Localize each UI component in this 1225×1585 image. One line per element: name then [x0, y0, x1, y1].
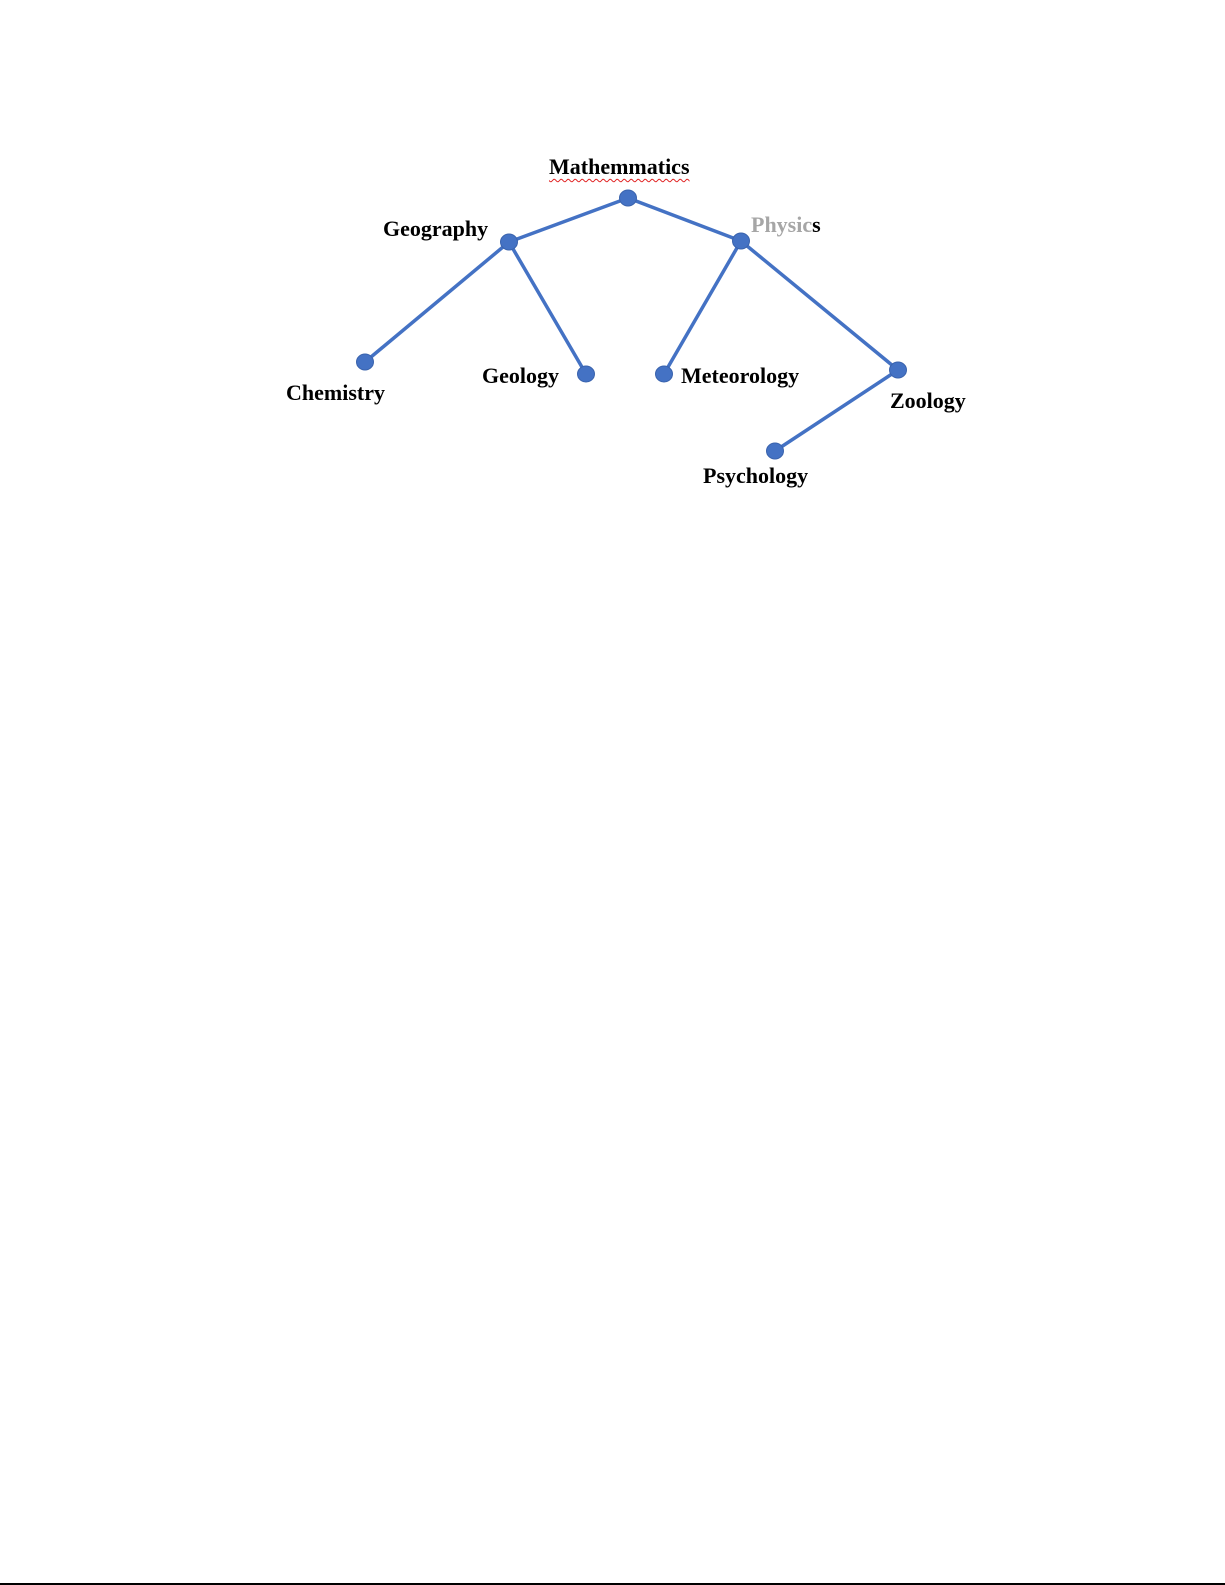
- node-geology: [578, 366, 595, 382]
- node-meteorology: [656, 366, 673, 382]
- node-psychology: [767, 443, 784, 459]
- node-physics: [733, 233, 750, 249]
- node-mathematics: [620, 190, 637, 206]
- label-zoology: Zoology: [890, 390, 966, 412]
- label-geology: Geology: [482, 365, 559, 387]
- label-physics: Physics: [751, 214, 821, 236]
- node-chemistry: [357, 354, 374, 370]
- node-geography: [501, 234, 518, 250]
- label-physics-ghost: Physic: [751, 212, 812, 237]
- label-chemistry: Chemistry: [286, 382, 385, 404]
- edge-geography-chemistry: [365, 242, 509, 362]
- label-mathematics: Mathemmatics: [549, 156, 690, 178]
- node-zoology: [890, 362, 907, 378]
- label-psychology: Psychology: [703, 465, 808, 487]
- edge-mathematics-physics: [628, 198, 741, 241]
- edge-mathematics-geography: [509, 198, 628, 242]
- label-meteorology: Meteorology: [681, 365, 799, 387]
- label-geography: Geography: [383, 218, 488, 240]
- edge-physics-meteorology: [664, 241, 741, 374]
- edge-geography-geology: [509, 242, 586, 374]
- label-physics-tail: s: [812, 212, 821, 237]
- edge-physics-zoology: [741, 241, 898, 370]
